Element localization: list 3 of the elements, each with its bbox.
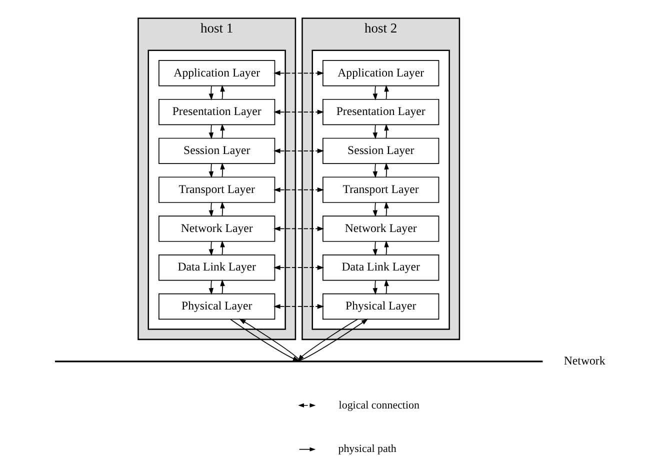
node-label: Network [563, 354, 605, 368]
legend-label: physical path [338, 443, 396, 456]
legend-label: logical connection [338, 399, 420, 412]
